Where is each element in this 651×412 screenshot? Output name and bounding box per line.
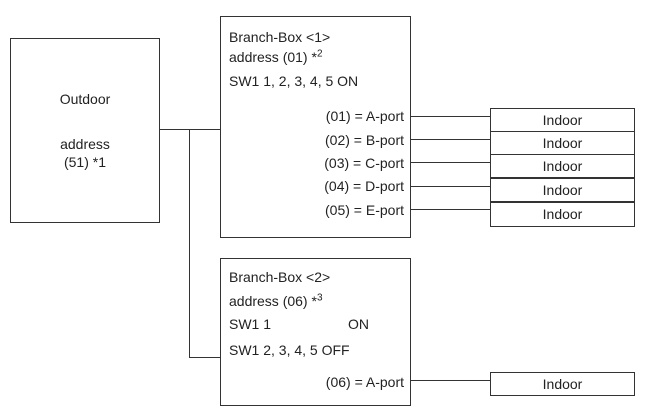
branch-box-1-port-d: (04) = D-port <box>324 178 404 194</box>
branch-box-2: Branch-Box <2> address (06) *3 SW1 1 ON … <box>220 258 411 406</box>
trunk-to-branch-2-line <box>189 357 220 358</box>
branch-box-2-switch-2: SW1 2, 3, 4, 5 OFF <box>229 342 350 358</box>
branch-box-1-port-e: (05) = E-port <box>325 202 404 218</box>
port-b-line <box>411 139 491 140</box>
port-a-line <box>411 116 491 117</box>
branch-box-2-address-text: address (06) * <box>229 293 317 309</box>
branch-box-1: Branch-Box <1> address (01) *2 SW1 1, 2,… <box>220 16 411 238</box>
branch-box-2-address-note: 3 <box>316 292 323 304</box>
port-c-line <box>411 162 491 163</box>
outdoor-address-label: address <box>60 136 110 152</box>
outdoor-to-branch-1-line <box>160 129 220 130</box>
branch-box-1-address-note: 2 <box>316 48 323 60</box>
branch-box-1-switch: SW1 1, 2, 3, 4, 5 ON <box>229 73 359 89</box>
outdoor-address-value: (51) *1 <box>63 154 107 170</box>
indoor-unit-4: Indoor <box>490 178 635 202</box>
branch-box-2-address: address (06) *3 <box>229 293 323 310</box>
indoor-unit-3: Indoor <box>490 154 635 178</box>
indoor-unit-1: Indoor <box>490 108 635 132</box>
branch-box-1-address: address (01) *2 <box>229 49 323 66</box>
branch-box-2-title: Branch-Box <2> <box>229 269 331 285</box>
branch-box-1-port-b: (02) = B-port <box>325 132 404 148</box>
branch-trunk-line <box>189 129 190 358</box>
branch-box-1-address-text: address (01) * <box>229 49 317 65</box>
branch-box-1-port-a: (01) = A-port <box>325 108 404 124</box>
port-d-line <box>411 186 491 187</box>
branch-2-port-a-line <box>411 380 491 381</box>
branch-box-2-switch-1-label: SW1 1 <box>229 316 272 332</box>
port-e-line <box>411 209 491 210</box>
outdoor-unit-box: Outdoor address (51) *1 <box>10 38 160 223</box>
branch-box-2-port-a: (06) = A-port <box>325 374 404 390</box>
branch-box-1-title: Branch-Box <1> <box>229 29 331 45</box>
branch-box-2-switch-1-state: ON <box>348 316 369 332</box>
indoor-unit-2: Indoor <box>490 131 635 155</box>
indoor-unit-5: Indoor <box>490 202 635 227</box>
outdoor-title: Outdoor <box>59 91 111 107</box>
branch-box-1-port-c: (03) = C-port <box>324 155 404 171</box>
indoor-unit-6: Indoor <box>490 372 635 396</box>
